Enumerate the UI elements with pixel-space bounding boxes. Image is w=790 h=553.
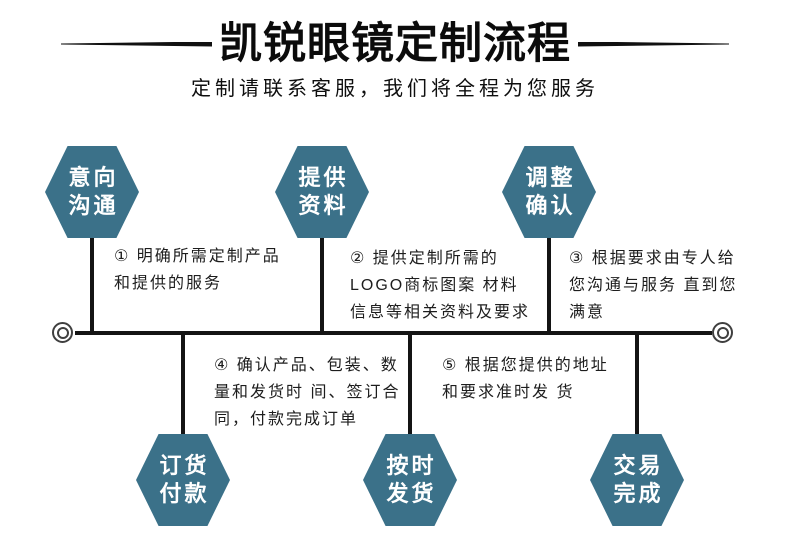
description-line: ③ 根据要求由专人给 <box>569 250 736 267</box>
timeline-endpoint-inner-circle <box>716 326 729 339</box>
timeline-endpoint-inner-circle <box>56 326 69 339</box>
description-line: LOGO商标图案 材料 <box>350 277 519 294</box>
hexagon-intent-communication: 意向 沟通 <box>45 146 139 238</box>
hexagon-label-line: 意向 <box>68 165 119 190</box>
connector-step-6 <box>635 333 639 480</box>
hexagon-label-line: 资料 <box>298 193 349 218</box>
description-line: 满意 <box>569 304 606 321</box>
description-line: 量和发货时 间、签订合 <box>214 384 401 401</box>
hexagon-label-line: 确认 <box>525 193 576 218</box>
description-line: ⑤ 根据您提供的地址 <box>442 357 609 374</box>
hexagon-label-line: 订货 <box>159 453 210 478</box>
timeline-endpoint-right-icon <box>712 322 733 343</box>
description-line: ① 明确所需定制产品 <box>114 248 281 265</box>
hexagon-label-line: 发货 <box>386 481 437 506</box>
hexagon-label-line: 按时 <box>386 453 437 478</box>
timeline-line <box>75 331 712 335</box>
description-line: 同，付款完成订单 <box>214 411 359 428</box>
step-description-4: ④ 确认产品、包装、数 量和发货时 间、签订合 同，付款完成订单 <box>214 352 400 433</box>
description-line: ④ 确认产品、包装、数 <box>214 357 399 374</box>
page-title: 凯锐眼镜定制流程 <box>219 19 571 68</box>
page-subtitle: 定制请联系客服，我们将全程为您服务 <box>191 78 599 100</box>
hexagon-label-line: 完成 <box>613 481 664 506</box>
step-description-5: ⑤ 根据您提供的地址 和要求准时发 货 <box>442 352 609 406</box>
hexagon-label-line: 沟通 <box>68 193 119 218</box>
hexagon-label-line: 付款 <box>159 481 210 506</box>
step-description-3: ③ 根据要求由专人给 您沟通与服务 直到您 满意 <box>569 245 737 326</box>
hexagon-label-line: 提供 <box>298 165 349 190</box>
hexagon-order-payment: 订货 付款 <box>136 434 230 526</box>
hexagon-label-line: 调整 <box>525 165 576 190</box>
title-decor-line-right <box>578 41 729 47</box>
connector-step-3 <box>547 190 551 333</box>
connector-step-4 <box>181 333 185 480</box>
description-line: 和要求准时发 货 <box>442 384 575 401</box>
connector-step-5 <box>408 333 412 480</box>
description-line: ② 提供定制所需的 <box>350 250 499 267</box>
hexagon-adjust-confirm: 调整 确认 <box>502 146 596 238</box>
title-decor-line-left <box>61 41 212 47</box>
step-description-1: ① 明确所需定制产品 和提供的服务 <box>114 243 281 297</box>
connector-step-1 <box>90 190 94 333</box>
hexagon-provide-materials: 提供 资料 <box>275 146 369 238</box>
description-line: 您沟通与服务 直到您 <box>569 277 738 294</box>
hexagon-label-line: 交易 <box>613 453 664 478</box>
description-line: 和提供的服务 <box>114 275 223 292</box>
hexagon-timely-shipping: 按时 发货 <box>363 434 457 526</box>
hexagon-transaction-complete: 交易 完成 <box>590 434 684 526</box>
title-row: 凯锐眼镜定制流程 <box>0 21 790 67</box>
step-description-2: ② 提供定制所需的 LOGO商标图案 材料 信息等相关资料及要求 <box>350 245 530 326</box>
timeline-endpoint-left-icon <box>52 322 73 343</box>
description-line: 信息等相关资料及要求 <box>350 304 531 321</box>
connector-step-2 <box>320 190 324 333</box>
